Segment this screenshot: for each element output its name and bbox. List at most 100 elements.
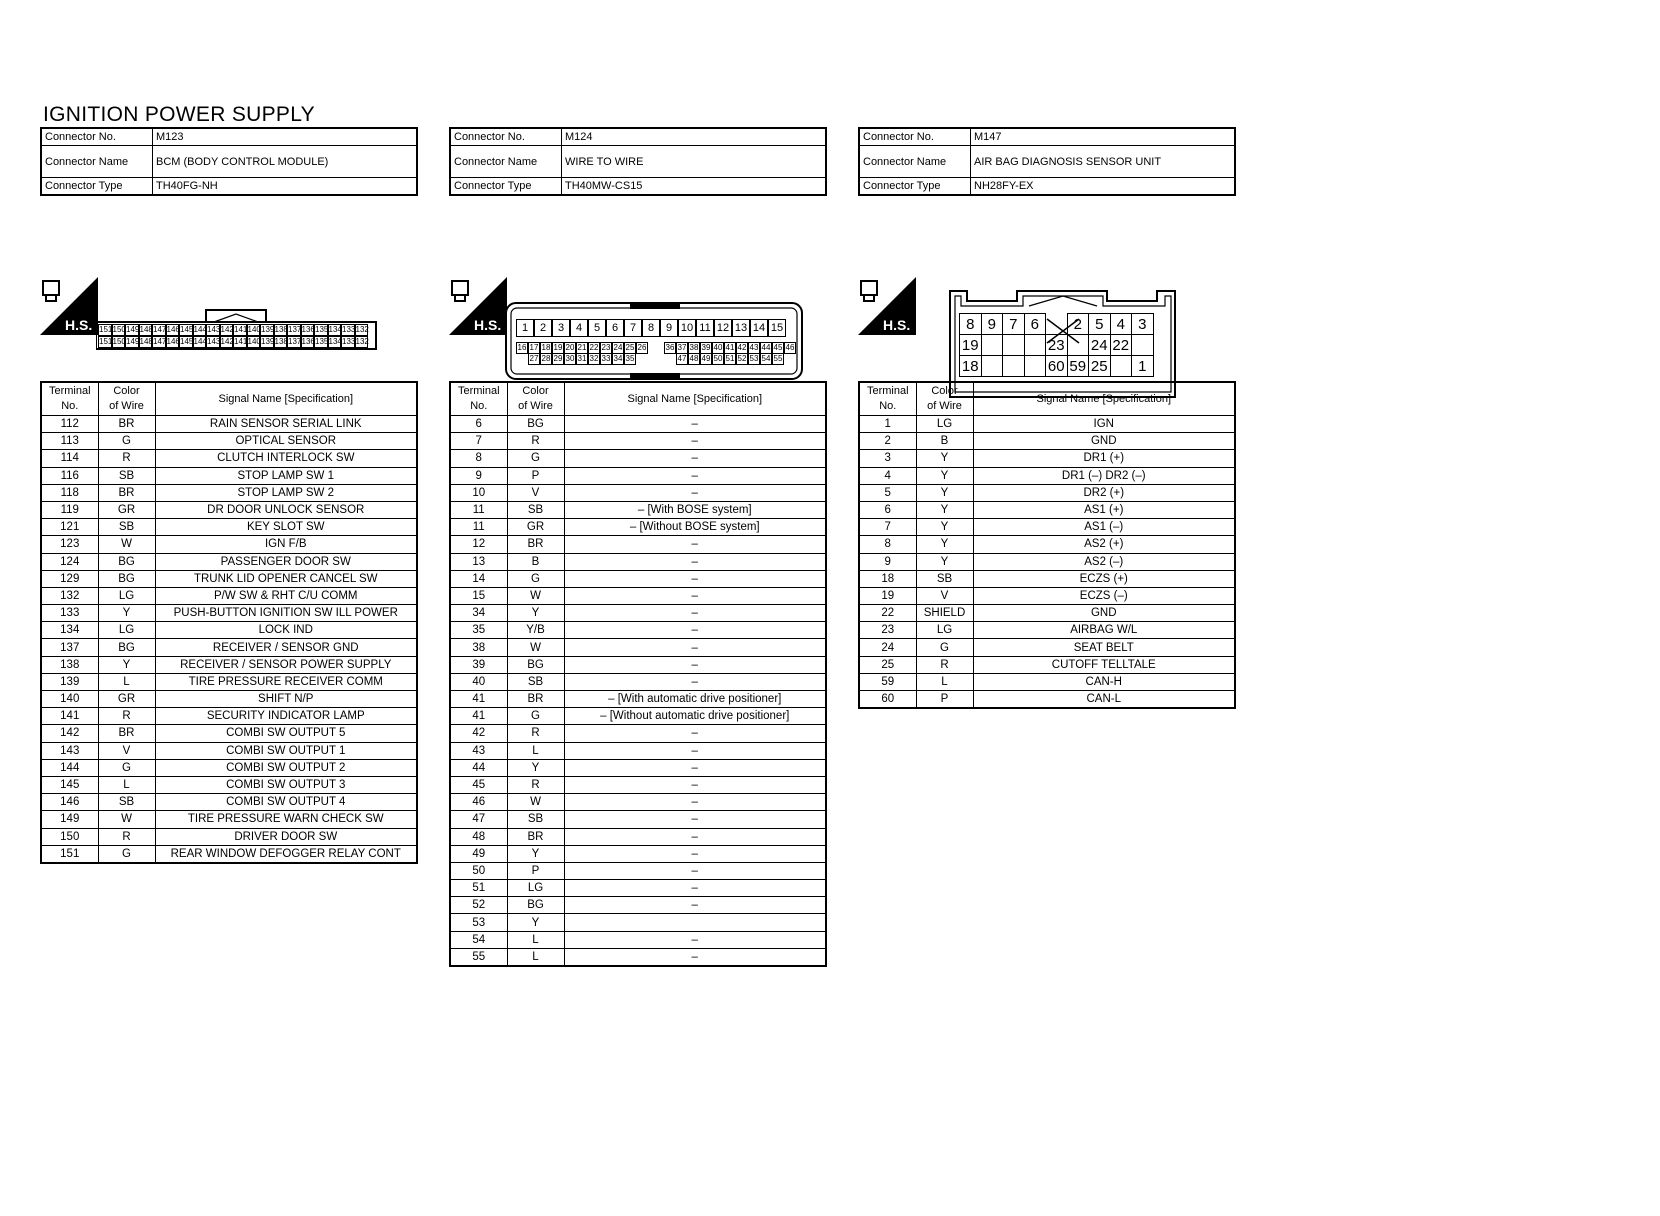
terminal-cell: 3 xyxy=(858,449,917,468)
wire-color-cell: Y xyxy=(915,518,974,537)
signal-name-cell: – [With BOSE system] xyxy=(563,500,827,520)
wire-color-cell: L xyxy=(915,672,974,692)
pin-cell: 132 xyxy=(354,336,369,348)
terminal-cell: 4 xyxy=(858,466,917,485)
pin-cell xyxy=(1002,355,1025,377)
connector-name-label: Connector Name xyxy=(858,145,971,178)
signal-name-cell: – xyxy=(563,827,827,846)
connector-no-label: Connector No. xyxy=(449,127,562,146)
pin-cell: 141 xyxy=(233,336,248,348)
signal-name-cell: COMBI SW OUTPUT 5 xyxy=(154,724,418,743)
signal-name-cell: – xyxy=(563,432,827,451)
pin-cell: 12 xyxy=(714,319,732,337)
terminal-cell: 113 xyxy=(40,432,99,451)
wire-color-cell: G xyxy=(506,449,565,468)
wire-color-cell: GR xyxy=(97,689,156,709)
pin-cell: 147 xyxy=(152,336,167,348)
signal-name-cell: DR2 (+) xyxy=(972,483,1236,502)
pin-cell: 16 xyxy=(516,342,528,354)
wire-color-cell: Y xyxy=(506,758,565,777)
terminal-cell: 116 xyxy=(40,466,99,485)
wire-color-cell: BR xyxy=(97,724,156,743)
terminal-cell: 53 xyxy=(449,913,508,932)
pin-cell: 6 xyxy=(606,319,624,337)
connector-type-label: Connector Type xyxy=(858,177,971,196)
signal-name-cell: – xyxy=(563,586,827,606)
pin-cell: 23 xyxy=(1045,334,1068,356)
wire-color-cell: G xyxy=(97,432,156,451)
signal-name-cell: AS2 (+) xyxy=(972,535,1236,554)
pin-cell: 136 xyxy=(300,324,315,336)
signal-name-cell: – xyxy=(563,638,827,657)
wire-color-cell: R xyxy=(97,707,156,726)
pin-cell: 3 xyxy=(1131,313,1154,335)
terminal-cell: 12 xyxy=(449,535,508,554)
wire-color-cell: R xyxy=(915,655,974,674)
pin-cell xyxy=(1109,355,1132,377)
terminal-cell: 13 xyxy=(449,552,508,571)
signal-name-cell: AS1 (+) xyxy=(972,500,1236,520)
wire-color-cell: W xyxy=(97,535,156,554)
terminal-cell: 8 xyxy=(858,535,917,554)
connector-name-label: Connector Name xyxy=(40,145,153,178)
pin-cell: 53 xyxy=(748,353,760,365)
terminal-cell: 151 xyxy=(40,844,99,864)
pin-cell: 6 xyxy=(1023,313,1046,335)
pin-cell xyxy=(980,355,1003,377)
pin-cell: 135 xyxy=(314,324,329,336)
pin-cell: 24 xyxy=(1088,334,1111,356)
signal-name-cell: STOP LAMP SW 1 xyxy=(154,466,418,485)
terminal-cell: 19 xyxy=(858,586,917,606)
terminal-cell: 43 xyxy=(449,741,508,760)
terminal-cell: 24 xyxy=(858,638,917,657)
signal-name-cell: – xyxy=(563,466,827,485)
signal-name-cell: – xyxy=(563,449,827,468)
pin-cell: 11 xyxy=(696,319,714,337)
pin-cell: 35 xyxy=(624,353,636,365)
signal-name-cell: – xyxy=(563,414,827,434)
pin-cell: 14 xyxy=(750,319,768,337)
wire-color-cell: G xyxy=(97,844,156,864)
wire-color-cell: LG xyxy=(97,586,156,606)
terminal-cell: 48 xyxy=(449,827,508,846)
signal-name-cell: SHIFT N/P xyxy=(154,689,418,709)
wire-color-cell: BR xyxy=(97,483,156,502)
signal-name-cell: – xyxy=(563,775,827,795)
terminal-cell: 22 xyxy=(858,604,917,623)
terminal-cell: 6 xyxy=(858,500,917,520)
terminal-cell: 9 xyxy=(858,552,917,571)
col-signal: Signal Name [Specification] xyxy=(563,381,827,416)
terminal-cell: 139 xyxy=(40,672,99,692)
terminal-cell: 50 xyxy=(449,861,508,881)
connector-no-label: Connector No. xyxy=(40,127,153,146)
wire-color-cell: L xyxy=(97,672,156,692)
signal-name-cell: RECEIVER / SENSOR GND xyxy=(154,638,418,657)
pin-cell: 7 xyxy=(624,319,642,337)
connector-type-value: TH40MW-CS15 xyxy=(561,177,827,196)
signal-name-cell: TRUNK LID OPENER CANCEL SW xyxy=(154,569,418,588)
pin-cell: 47 xyxy=(676,353,688,365)
pin-cell: 26 xyxy=(636,342,648,354)
terminal-cell: 49 xyxy=(449,844,508,863)
svg-text:H.S.: H.S. xyxy=(883,317,910,333)
pin-cell: 142 xyxy=(219,336,234,348)
pin-cell: 2 xyxy=(534,319,552,337)
signal-name-cell: STOP LAMP SW 2 xyxy=(154,483,418,502)
wire-color-cell: LG xyxy=(97,621,156,640)
pin-cell: 55 xyxy=(772,353,784,365)
